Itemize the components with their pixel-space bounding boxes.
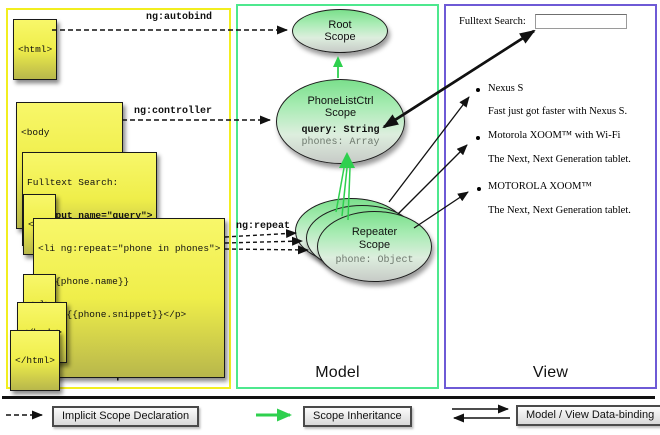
repeater-scope-title-line1: Repeater bbox=[351, 226, 398, 238]
legend-separator-line bbox=[2, 396, 655, 399]
phone-property: phone: Object bbox=[335, 255, 414, 266]
list-bullet bbox=[477, 187, 481, 191]
ng-controller-label: ng:controller bbox=[134, 106, 213, 117]
code-line: <html> bbox=[18, 44, 53, 55]
view-column-label: View bbox=[532, 364, 569, 381]
legend-scope-inheritance: Scope Inheritance bbox=[303, 406, 412, 427]
repeater-scope-ellipse: Repeater Scope phone: Object bbox=[317, 211, 432, 282]
li-repeat-box: <li ng:repeat="phone in phones"> {{phone… bbox=[33, 218, 226, 378]
phonelistctrl-scope-title-line2: Scope bbox=[324, 107, 357, 119]
view-item-title: MOTOROLA XOOM™ bbox=[488, 181, 592, 192]
query-property: query: String bbox=[301, 124, 380, 136]
view-column: View bbox=[444, 4, 657, 389]
code-line: {{phone.name}} bbox=[38, 276, 130, 287]
legend-implicit-scope-declaration: Implicit Scope Declaration bbox=[52, 406, 200, 427]
fulltext-search-input[interactable] bbox=[535, 14, 627, 29]
code-line: <li ng:repeat="phone in phones"> bbox=[38, 243, 221, 254]
view-item-desc: The Next, Next Generation tablet. bbox=[488, 154, 631, 165]
view-item-title: Motorola XOOM™ with Wi-Fi bbox=[488, 130, 621, 141]
root-scope-ellipse: Root Scope bbox=[292, 9, 388, 53]
code-line: <p>{{phone.snippet}}</p> bbox=[38, 309, 187, 320]
ng-autobind-label: ng:autobind bbox=[146, 12, 213, 23]
view-item-desc: Fast just got faster with Nexus S. bbox=[488, 106, 628, 117]
root-scope-title-line2: Scope bbox=[324, 31, 356, 43]
list-bullet bbox=[476, 136, 480, 140]
model-column: Model bbox=[236, 4, 439, 389]
root-scope-title-line1: Root bbox=[328, 18, 352, 31]
legend-model-view-data-binding: Model / View Data-binding bbox=[516, 405, 660, 426]
code-line: Fulltext Search: bbox=[27, 177, 119, 188]
view-item-title: Nexus S bbox=[488, 83, 524, 94]
code-line: </html> bbox=[15, 355, 55, 366]
ng-repeat-label: ng:repeat bbox=[236, 221, 291, 232]
html-open-box: <html> bbox=[13, 19, 58, 80]
code-line: <body bbox=[21, 127, 50, 138]
phonelistctrl-scope-ellipse: PhoneListCtrl Scope query: String phones… bbox=[276, 79, 405, 164]
view-fulltext-search-label: Fulltext Search: bbox=[459, 16, 526, 27]
view-item-desc: The Next, Next Generation tablet. bbox=[488, 205, 631, 216]
repeater-scope-title-line2: Scope bbox=[358, 238, 391, 251]
phones-property: phones: Array bbox=[301, 136, 380, 148]
html-close-box: </html> bbox=[10, 330, 60, 391]
model-column-label: Model bbox=[315, 364, 360, 381]
list-bullet bbox=[476, 88, 480, 92]
phonelistctrl-scope-title-line1: PhoneListCtrl bbox=[307, 94, 374, 107]
